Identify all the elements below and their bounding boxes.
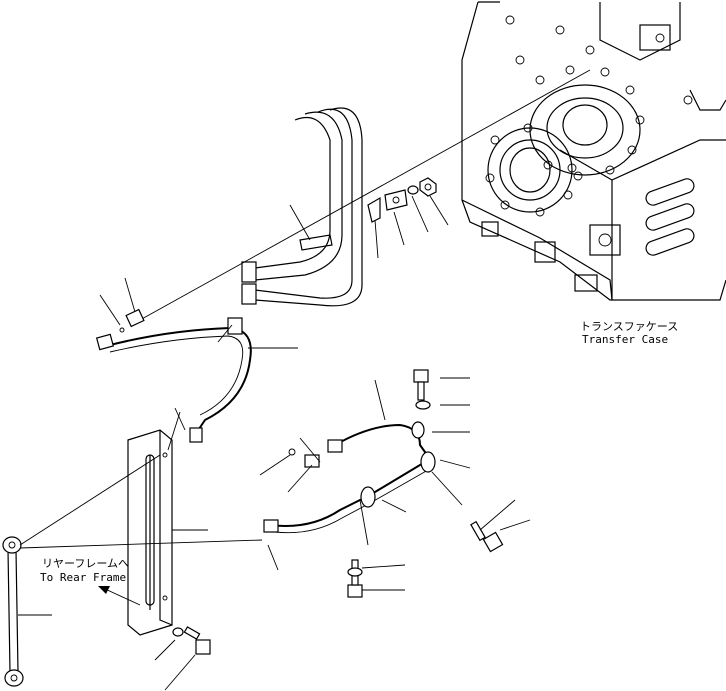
tube-assembly: [241, 107, 363, 307]
hose-lower: [259, 369, 531, 598]
transfer-case-label-en: Transfer Case: [582, 333, 668, 346]
rear-frame-label-en: To Rear Frame: [40, 571, 126, 584]
transfer-case-label-jp: トランスファケース: [580, 320, 678, 333]
rear-frame-label-jp: リヤーフレームへ: [42, 557, 129, 570]
support-rod: [2, 454, 263, 687]
bracket-hardware: [367, 177, 449, 259]
mounting-bracket: [127, 411, 211, 691]
hose-upper: [95, 277, 298, 443]
leader-line: [139, 69, 591, 321]
rear-frame-arrow-icon: [98, 586, 141, 606]
transfer-case: [461, 1, 726, 301]
